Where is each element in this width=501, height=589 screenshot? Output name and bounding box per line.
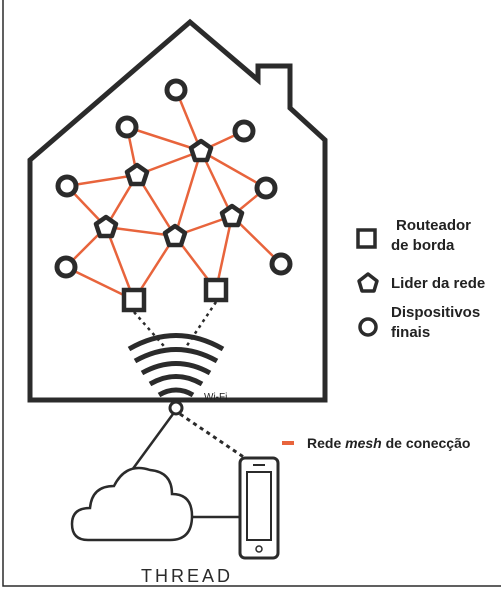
legend-mesh-label: Rede mesh de conecção: [307, 435, 470, 451]
leader-pentagon-icon: [219, 203, 245, 228]
leader-pentagon-icon: [162, 223, 188, 248]
hub-cloud-link: [130, 413, 175, 471]
end-device-circle-icon: [55, 174, 79, 198]
wifi-icon: [127, 333, 225, 398]
hub-phone-link: [179, 412, 249, 462]
legend: Routeador de borda Lider da rede Disposi…: [282, 217, 485, 451]
end-devices: [54, 78, 293, 279]
legend-router-label-line2: de borda: [391, 237, 455, 254]
end-device-circle-icon: [164, 78, 188, 102]
end-device-circle-icon: [115, 115, 139, 139]
legend-end-device-circle-icon: [358, 317, 378, 337]
thread-logo: THREAD: [141, 566, 233, 586]
cloud-icon: [70, 466, 194, 542]
legend-leader-pentagon-icon: [357, 272, 379, 293]
network-leaders: [93, 138, 245, 248]
wifi-label: Wi-Fi: [204, 392, 227, 403]
smartphone-icon: [238, 456, 280, 560]
border-routers: [121, 277, 229, 313]
router-square-icon: [121, 287, 147, 313]
end-device-circle-icon: [254, 176, 278, 200]
leader-pentagon-icon: [124, 162, 150, 187]
leader-pentagon-icon: [188, 138, 214, 163]
router-wifi-links: [133, 301, 218, 354]
end-device-circle-icon: [269, 252, 293, 276]
leader-pentagon-icon: [93, 214, 119, 239]
gateway-node: [168, 400, 184, 416]
legend-router-label-line1: Routeador: [396, 217, 471, 234]
legend-router-square-icon: [356, 228, 377, 249]
house-outline: [27, 18, 328, 403]
end-device-circle-icon: [54, 255, 78, 279]
router-square-icon: [203, 277, 229, 303]
end-device-circle-icon: [232, 119, 256, 143]
legend-device-label-line2: finais: [391, 324, 430, 341]
legend-device-label-line1: Dispositivos: [391, 304, 480, 321]
legend-leader-label: Lider da rede: [391, 275, 485, 292]
